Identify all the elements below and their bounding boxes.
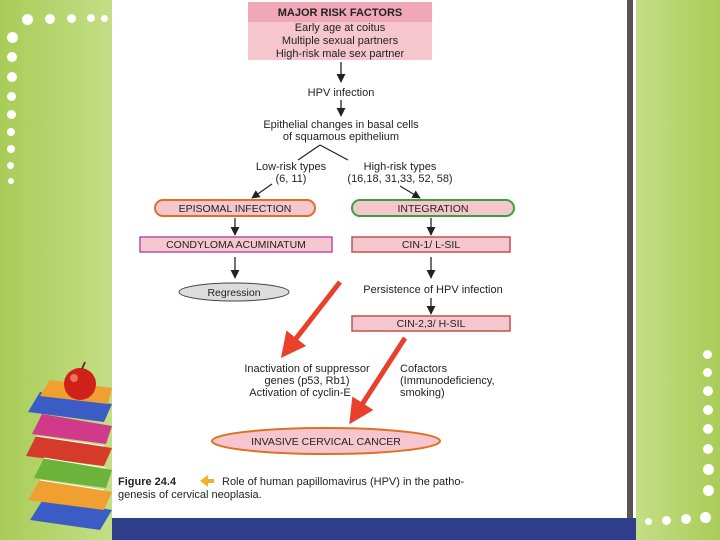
risk-factor-item: Early age at coitus xyxy=(295,22,386,34)
cofactors-label: (Immunodeficiency, xyxy=(400,375,495,387)
epithelial-changes-label: Epithelial changes in basal cells xyxy=(263,119,419,131)
caption-text: Role of human papillomavirus (HPV) in th… xyxy=(222,476,464,488)
split-line-left xyxy=(297,144,321,161)
epithelial-changes-label: of squamous epithelium xyxy=(283,131,399,143)
condyloma-box xyxy=(139,236,333,253)
arrow xyxy=(399,185,421,199)
risk-factor-item: Multiple sexual partners xyxy=(282,35,399,47)
inactivation-label: genes (p53, Rb1) xyxy=(265,375,350,387)
cofactors-label: Cofactors xyxy=(400,363,448,375)
episomal-infection-box xyxy=(154,199,316,217)
low-risk-label: (6, 11) xyxy=(276,173,307,185)
condyloma-label: CONDYLOMA ACUMINATUM xyxy=(166,239,306,251)
split-line-right xyxy=(319,144,349,161)
caption-text: genesis of cervical neoplasia. xyxy=(118,489,262,501)
integration-box xyxy=(351,199,515,217)
risk-factor-item: High-risk male sex partner xyxy=(276,48,405,60)
inactivation-label: Activation of cyclin-E xyxy=(249,387,350,399)
bottom-strip xyxy=(112,518,636,540)
high-risk-label: (16,18, 31,33, 52, 58) xyxy=(347,173,452,185)
persistence-label: Persistence of HPV infection xyxy=(363,284,502,296)
regression-ellipse xyxy=(178,282,290,302)
regression-label: Regression xyxy=(207,287,260,299)
arrow xyxy=(251,183,273,199)
cofactors-label: smoking) xyxy=(400,387,445,399)
hpv-infection-label: HPV infection xyxy=(308,87,375,99)
cin23-box xyxy=(351,315,511,332)
cancer-ellipse xyxy=(211,427,441,455)
episomal-infection-label: EPISOMAL INFECTION xyxy=(179,203,292,215)
integration-label: INTEGRATION xyxy=(398,203,469,215)
red-arrow xyxy=(280,280,342,358)
risk-factors-title: MAJOR RISK FACTORS xyxy=(278,7,402,19)
caption-label: Figure 24.4 xyxy=(118,476,177,488)
red-arrow xyxy=(349,336,408,425)
cancer-label: INVASIVE CERVICAL CANCER xyxy=(251,436,401,448)
cin1-box xyxy=(351,236,511,253)
low-risk-label: Low-risk types xyxy=(256,161,327,173)
high-risk-label: High-risk types xyxy=(364,161,437,173)
cin1-label: CIN-1/ L-SIL xyxy=(402,239,461,251)
cin23-label: CIN-2,3/ H-SIL xyxy=(397,318,466,330)
inactivation-label: Inactivation of suppressor xyxy=(244,363,370,375)
caption-arrow-icon xyxy=(200,475,214,487)
panel-right-border xyxy=(627,0,633,518)
apple-icon xyxy=(64,361,96,400)
